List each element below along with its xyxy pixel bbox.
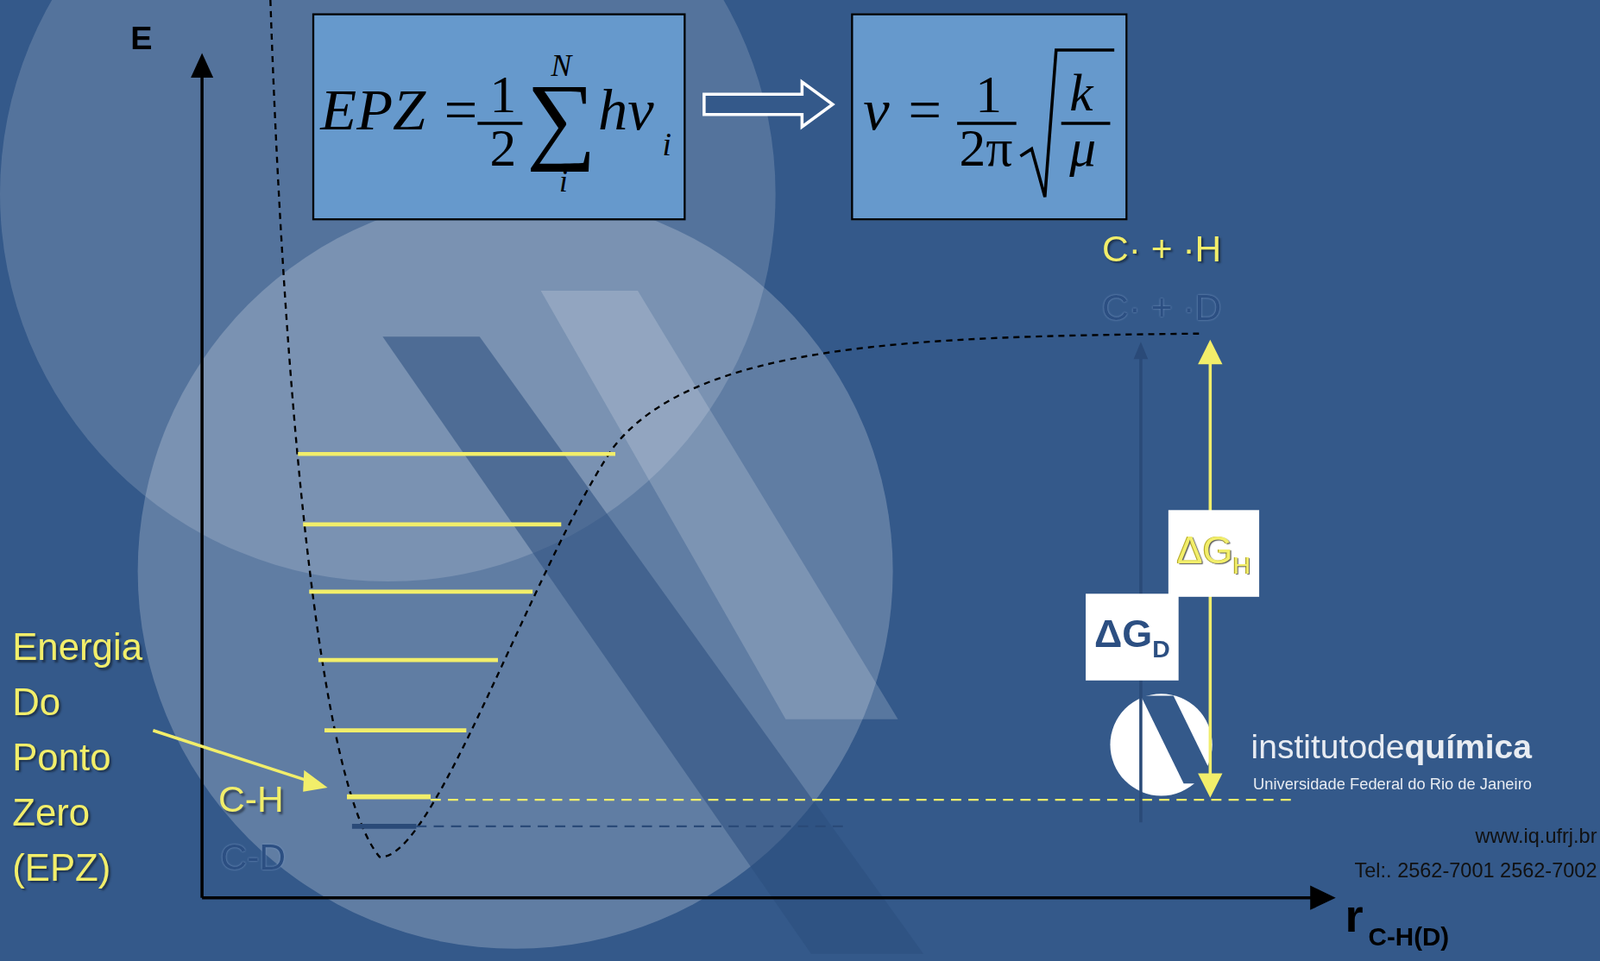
iq-logo [1109, 693, 1216, 796]
watermark [0, 0, 924, 955]
university-name: Universidade Federal do Rio de Janeiro [1253, 775, 1532, 795]
dissociation-products: C· + ·D [1102, 285, 1222, 330]
arrowhead [1197, 340, 1223, 365]
phone-number: Tel:. 2562-7001 2562-7002 [1354, 859, 1598, 884]
institute-name: institutode [1251, 726, 1405, 768]
logo-slash [1140, 696, 1216, 785]
label-row: ΔGD [1094, 611, 1171, 663]
subscript: D [1152, 634, 1171, 662]
delta-g-label: ΔGH [1168, 510, 1260, 598]
axis-arrowhead [190, 52, 214, 77]
fraction-denominator: 2 [490, 121, 517, 175]
morse-curve [270, 0, 1199, 857]
block-arrow [704, 81, 833, 127]
delta-g-d-line [1139, 357, 1143, 823]
fraction-numerator: 1 [975, 68, 1002, 121]
delta-g-label: ΔGD [1085, 593, 1179, 681]
watermark-band [541, 290, 899, 720]
formula-lhs: ν = [862, 80, 945, 140]
fraction-numerator: k [1069, 66, 1093, 120]
institute-logotype: institutodequímica [1251, 726, 1532, 768]
formula-box: EPZ =12N∑ihνi [312, 12, 687, 221]
institute-name: química [1404, 726, 1531, 768]
arrowhead [302, 770, 328, 793]
bond-label: C-D [220, 834, 286, 879]
energy-axis [200, 71, 204, 899]
fraction-denominator: 2π [958, 121, 1013, 175]
energy-level [324, 728, 467, 733]
formula-term: hν [598, 80, 655, 140]
formula-box: ν = 12π kμ [850, 12, 1128, 221]
vibrational-levels [297, 453, 616, 797]
formula-line [1020, 50, 1115, 197]
subscript: i [661, 127, 672, 161]
distance-axis [201, 896, 1312, 901]
axis-label: E [130, 18, 152, 57]
callout-text: Energia Do Ponto Zero (EPZ) [12, 620, 143, 896]
label-row: ΔGH [1177, 528, 1251, 580]
dissociation-products: C· + ·H [1102, 226, 1222, 271]
fraction-numerator: 1 [490, 68, 517, 121]
label-text: ΔG [1094, 611, 1153, 656]
axis-subscript: C-H(D) [1368, 921, 1450, 952]
zero-point-guide-d [415, 825, 847, 828]
formula-lhs: EPZ = [320, 80, 480, 140]
energy-level [297, 452, 616, 457]
leader-line [152, 730, 310, 782]
arrowhead [1197, 773, 1223, 798]
energy-level [308, 590, 533, 595]
axis-arrowhead [1310, 885, 1336, 910]
zero-point-guide-h [430, 799, 1292, 801]
axis-label: r [1344, 888, 1363, 945]
label-text: ΔG [1177, 528, 1234, 572]
subscript: H [1233, 550, 1252, 579]
zero-point-level-h [346, 794, 431, 800]
sum-symbol: ∑ [526, 69, 597, 168]
fraction-denominator: μ [1069, 121, 1097, 175]
bond-label: C-H [218, 777, 284, 822]
energy-level [318, 658, 498, 663]
sum-lower-limit: i [559, 166, 568, 197]
arrowhead [1133, 341, 1149, 360]
website: www.iq.ufrj.br [1474, 825, 1597, 850]
zero-point-level-d [352, 824, 416, 830]
energy-level [302, 522, 561, 527]
block-arrow-shape [704, 81, 833, 127]
